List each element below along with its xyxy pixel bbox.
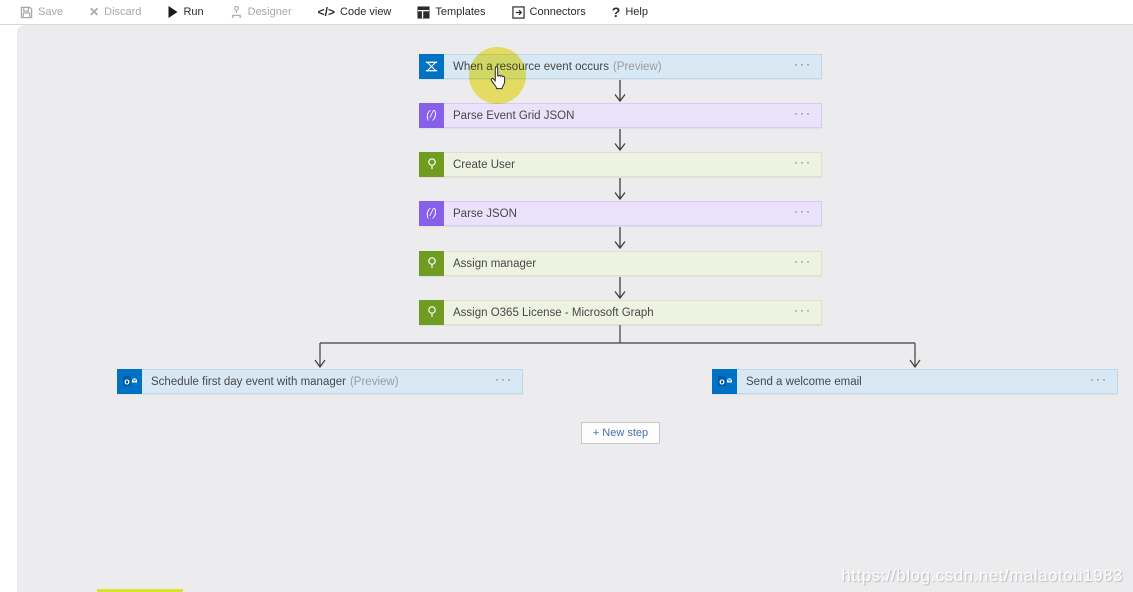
- help-button[interactable]: ? Help: [612, 5, 648, 19]
- step-card-assign-manager[interactable]: Assign manager ···: [419, 250, 822, 276]
- step-menu-button[interactable]: ···: [794, 106, 812, 120]
- step-card-assign-o365-license[interactable]: Assign O365 License - Microsoft Graph ··…: [419, 299, 822, 325]
- code-view-icon: </>: [317, 5, 336, 19]
- outlook-icon: o: [117, 368, 142, 394]
- connectors-button[interactable]: Connectors: [511, 5, 586, 19]
- data-operations-icon: (/): [419, 102, 444, 128]
- run-label: Run: [183, 6, 204, 18]
- step-menu-button[interactable]: ···: [495, 372, 513, 386]
- code-view-label: Code view: [340, 6, 392, 18]
- dataops-glyph: (/): [426, 109, 437, 121]
- step-title: Assign manager: [453, 257, 537, 270]
- save-label: Save: [38, 6, 64, 18]
- designer-label: Designer: [247, 6, 292, 18]
- azure-ad-icon: [419, 299, 444, 325]
- step-menu-button[interactable]: ···: [794, 57, 812, 71]
- code-view-button[interactable]: </> Code view: [318, 6, 392, 18]
- designer-icon: [231, 5, 241, 18]
- svg-text:o: o: [124, 377, 130, 387]
- run-icon: [168, 6, 178, 18]
- templates-label: Templates: [435, 6, 486, 18]
- step-card-trigger-event-grid[interactable]: When a resource event occurs (Preview) ·…: [419, 53, 822, 79]
- step-menu-button[interactable]: ···: [794, 303, 812, 317]
- step-title: When a resource event occurs: [453, 60, 609, 73]
- watermark: https://blog.csdn.net/malaotou1983: [841, 566, 1123, 585]
- outlook-icon: o: [712, 368, 737, 394]
- step-title: Send a welcome email: [746, 375, 862, 388]
- save-icon: [20, 6, 33, 18]
- step-menu-button[interactable]: ···: [794, 254, 812, 268]
- connectors-label: Connectors: [529, 6, 586, 18]
- event-grid-icon: [419, 53, 444, 79]
- new-step-button[interactable]: + New step: [581, 422, 660, 444]
- templates-button[interactable]: Templates: [417, 5, 486, 19]
- step-title: Assign O365 License - Microsoft Graph: [453, 306, 654, 319]
- preview-badge: (Preview): [612, 60, 662, 73]
- connectors-icon: [511, 5, 525, 19]
- discard-icon: ✕: [89, 5, 100, 19]
- help-icon: ?: [611, 4, 621, 20]
- discard-label: Discard: [104, 6, 142, 18]
- data-operations-icon: (/): [419, 200, 444, 226]
- svg-text:o: o: [719, 377, 725, 387]
- step-menu-button[interactable]: ···: [1090, 372, 1108, 386]
- designer-button[interactable]: Designer: [230, 5, 292, 19]
- preview-badge: (Preview): [349, 375, 399, 388]
- step-title: Schedule first day event with manager: [151, 375, 346, 388]
- dataops-glyph: (/): [426, 207, 437, 219]
- step-menu-button[interactable]: ···: [794, 204, 812, 218]
- save-button[interactable]: Save: [20, 6, 63, 19]
- azure-ad-icon: [419, 250, 444, 276]
- run-button[interactable]: Run: [167, 6, 204, 18]
- step-title: Parse Event Grid JSON: [453, 109, 575, 122]
- step-card-create-user[interactable]: Create User ···: [419, 151, 822, 177]
- templates-icon: [417, 5, 430, 19]
- step-card-schedule-first-day-event[interactable]: o Schedule first day event with manager …: [117, 368, 523, 394]
- discard-button[interactable]: ✕ Discard: [89, 6, 141, 18]
- help-label: Help: [625, 6, 648, 18]
- step-menu-button[interactable]: ···: [794, 155, 812, 169]
- step-title: Parse JSON: [453, 207, 517, 220]
- designer-toolbar: Save ✕ Discard Run Designer </> Code vie…: [0, 0, 1133, 25]
- video-progress-fragment: [97, 589, 183, 592]
- step-card-send-welcome-email[interactable]: o Send a welcome email ···: [712, 368, 1118, 394]
- step-title: Create User: [453, 158, 515, 171]
- azure-ad-icon: [419, 151, 444, 177]
- step-card-parse-event-grid-json[interactable]: (/) Parse Event Grid JSON ···: [419, 102, 822, 128]
- step-card-parse-json[interactable]: (/) Parse JSON ···: [419, 200, 822, 226]
